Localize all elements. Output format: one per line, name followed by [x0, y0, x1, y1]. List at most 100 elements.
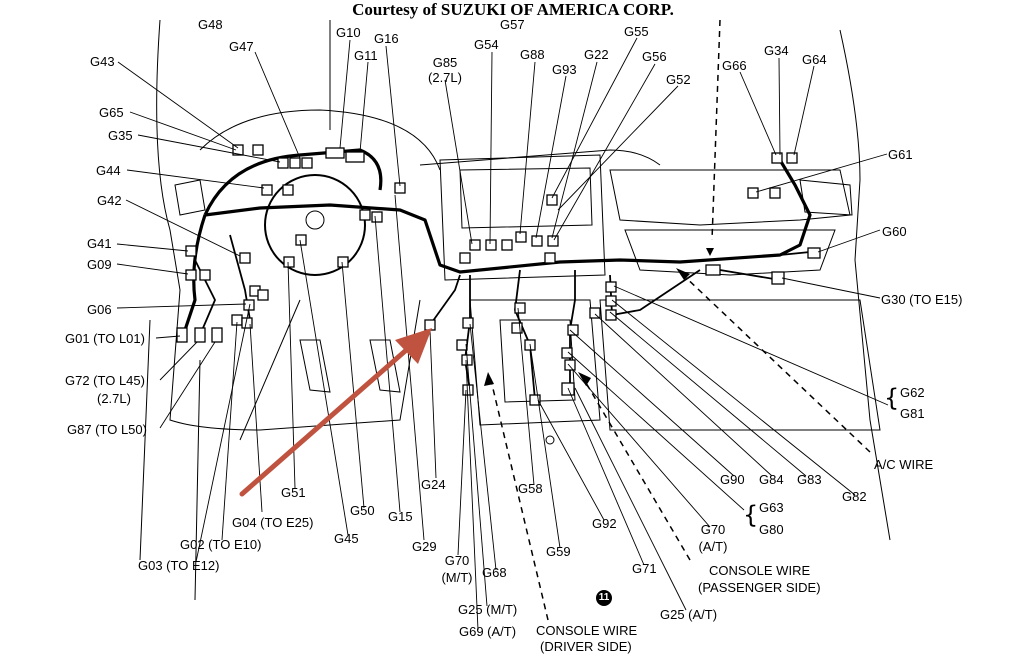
connector: [232, 144, 244, 156]
label-g16: G16: [374, 31, 399, 46]
connector: [547, 235, 559, 247]
connector: [261, 184, 273, 196]
connector: [531, 235, 543, 247]
connector: [462, 384, 474, 396]
connector: [239, 252, 251, 264]
connector: [469, 239, 481, 251]
dash-top-outline: [419, 149, 661, 166]
connector: [289, 157, 301, 169]
center-stack: [459, 167, 593, 229]
connector: [277, 157, 289, 169]
label-g60: G60: [882, 224, 907, 239]
label-console-wire-passenger: CONSOLE WIRE: [709, 563, 811, 578]
brace-g62-g81: {: [884, 384, 900, 412]
label-g29: G29: [412, 539, 437, 554]
connector: [176, 327, 188, 343]
label-g35: G35: [108, 128, 133, 143]
ground-point: [545, 435, 555, 445]
connector: [325, 147, 345, 159]
label-g24: G24: [421, 477, 446, 492]
label-g88: G88: [520, 47, 545, 62]
label-g56: G56: [642, 49, 667, 64]
connector: [561, 347, 573, 359]
label-g30: G30 (TO E15): [881, 292, 963, 307]
harness-left-down: [183, 214, 207, 331]
connector: [544, 252, 556, 264]
connector: [605, 281, 617, 293]
connector: [515, 231, 527, 243]
label-g48: G48: [198, 17, 223, 32]
label-g70-mt-sub: (M/T): [441, 570, 473, 585]
glovebox-upper: [609, 169, 851, 226]
label-g87: G87 (TO L50): [67, 422, 147, 437]
label-g11: G11: [354, 48, 378, 63]
branch-console-left: [464, 275, 471, 391]
passenger-floor: [599, 299, 881, 431]
label-g72-sub: (2.7L): [97, 391, 131, 406]
connector: [771, 152, 783, 164]
label-g65: G65: [99, 105, 124, 120]
connector: [194, 327, 206, 343]
connector: [567, 324, 579, 336]
label-g93: G93: [552, 62, 577, 77]
label-console-wire-driver: CONSOLE WIRE: [536, 623, 638, 638]
label-g57: G57: [500, 17, 525, 32]
label-g09: G09: [87, 257, 112, 272]
connector: [359, 209, 371, 221]
connector: [807, 247, 821, 259]
connector: [529, 394, 541, 406]
connector: [786, 152, 798, 164]
main-harness: [204, 159, 812, 274]
connector: [546, 194, 558, 206]
connector: [301, 157, 313, 169]
label-console-wire-driver-sub: (DRIVER SIDE): [540, 639, 632, 654]
label-g52: G52: [666, 72, 691, 87]
label-g02: G02 (TO E10): [180, 537, 262, 552]
label-g72: G72 (TO L45): [65, 373, 145, 388]
connector: [511, 322, 523, 334]
label-g81: G81: [900, 406, 925, 421]
connector: [185, 269, 197, 281]
connector: [514, 302, 526, 314]
dash-hood: [199, 109, 441, 171]
label-g84: G84: [759, 472, 784, 487]
label-g04: G04 (TO E25): [232, 515, 314, 530]
center-console-panel: [439, 154, 606, 281]
label-g69: G69 (A/T): [459, 624, 517, 639]
connector: [564, 359, 576, 371]
branch-passenger: [609, 269, 701, 316]
connector: [337, 256, 349, 268]
label-g34: G34: [764, 43, 789, 58]
label-g83: G83: [797, 472, 822, 487]
callout-badge: 11: [596, 590, 612, 606]
label-g47: G47: [229, 39, 254, 54]
connector: [252, 144, 264, 156]
steering-wheel: [264, 174, 366, 276]
arrowhead: [484, 372, 494, 386]
connector: [769, 187, 781, 199]
label-g44: G44: [96, 163, 121, 178]
arrowhead: [706, 248, 714, 256]
connector: [501, 239, 513, 251]
page-title: Courtesy of SUZUKI OF AMERICA CORP.: [352, 0, 674, 19]
connector: [257, 289, 269, 301]
label-g70-at-sub: (A/T): [698, 539, 728, 554]
label-g70-at: G70: [700, 522, 726, 537]
label-g51: G51: [281, 485, 306, 500]
ac-wire-pointer: [679, 271, 871, 453]
left-vent: [174, 179, 206, 216]
label-g70-mt: G70: [444, 553, 470, 568]
label-g25-at: G25 (A/T): [660, 607, 718, 622]
connector: [485, 239, 497, 251]
connector: [605, 309, 617, 321]
label-g71: G71: [632, 561, 657, 576]
dash-left-outline: [156, 19, 421, 431]
label-g85-sub: (2.7L): [428, 70, 462, 85]
label-g80: G80: [759, 522, 784, 537]
arrowhead: [676, 268, 690, 280]
connector: [424, 319, 436, 331]
label-g01: G01 (TO L01): [65, 331, 145, 346]
connector: [589, 307, 601, 319]
console-box: [469, 299, 601, 426]
